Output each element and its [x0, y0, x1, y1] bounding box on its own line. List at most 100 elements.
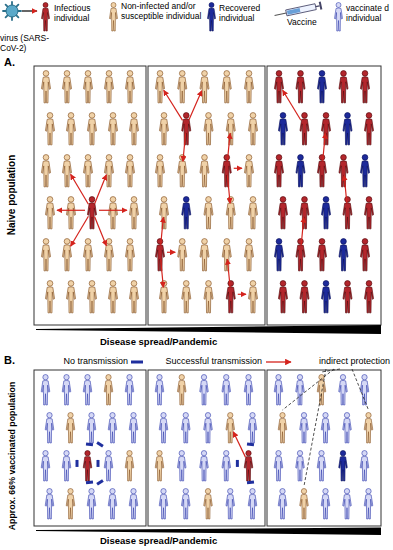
susceptible-person — [155, 155, 164, 187]
virus-body — [6, 5, 18, 17]
vaccinated-person — [159, 489, 168, 519]
vaccinated-person — [248, 489, 257, 519]
legend-text: Recovered individual — [219, 4, 269, 24]
susceptible-person — [108, 113, 117, 145]
infectious-person — [226, 281, 235, 313]
legend-text: No transmission — [40, 356, 128, 366]
vaccinated-person — [278, 489, 287, 519]
vaccinated-person — [274, 375, 283, 405]
vaccinated-person — [274, 451, 283, 481]
vaccinated-person — [244, 375, 253, 405]
transmission-arrow — [283, 90, 301, 120]
vaccinated-person — [222, 451, 231, 481]
susceptible-person — [248, 113, 257, 145]
spread-wedge — [36, 325, 381, 334]
vaccinated-person — [87, 413, 96, 443]
protection-leader — [322, 369, 341, 372]
susceptible-person — [200, 71, 209, 103]
susceptible-person — [83, 239, 92, 271]
no-transmission-dash — [86, 481, 93, 485]
vaccinated-person — [104, 451, 113, 481]
recovered-person — [360, 155, 369, 187]
legend-text: virus (SARS-CoV-2) — [0, 34, 58, 54]
infectious-person — [222, 155, 231, 187]
spread-wedge — [36, 528, 381, 536]
panel-frame — [34, 370, 146, 526]
no-transmission-dash — [97, 460, 100, 467]
susceptible-person — [45, 197, 54, 229]
transmission-arrow — [227, 259, 230, 287]
vaccinated-person — [360, 451, 369, 481]
no-transmission-dash — [247, 443, 254, 447]
susceptible-person — [108, 197, 117, 229]
transmission-arrow — [71, 174, 89, 204]
vaccinated-person — [87, 489, 96, 519]
susceptible-person — [41, 239, 50, 271]
legend-text: vaccinate d individual — [346, 4, 390, 24]
vaccinated-person — [129, 489, 138, 519]
infectious-person — [278, 281, 287, 313]
infectious-person — [343, 281, 352, 313]
susceptible-person — [200, 239, 209, 271]
transmission-sample — [266, 361, 291, 362]
infectious-person — [321, 113, 330, 145]
susceptible-person — [62, 239, 71, 271]
susceptible-person — [204, 197, 213, 229]
susceptible-person — [177, 375, 186, 405]
transmission-arrow — [164, 90, 183, 120]
vaccinated-person — [181, 413, 190, 443]
infectious-person — [244, 451, 253, 481]
susceptible-person — [178, 71, 187, 103]
infectious-person — [155, 239, 164, 271]
no-transmission-dash — [236, 460, 239, 467]
legend-text: Non-infected and/or susceptible individu… — [121, 2, 203, 22]
transmission-arrow — [238, 294, 246, 295]
row-label: Approx. 66% vaccinated population — [7, 382, 17, 531]
susceptible-person — [204, 489, 213, 519]
protection-leader — [304, 369, 326, 486]
no-transmission-dash — [97, 481, 103, 485]
syringe-needle — [275, 13, 287, 15]
vaccinated-person — [45, 489, 54, 519]
transmission-arrow — [183, 133, 186, 161]
panel-population — [41, 375, 138, 519]
infectious-person — [364, 281, 373, 313]
vaccinated-person — [364, 489, 373, 519]
virus-icon — [3, 2, 21, 20]
vaccinated-person — [41, 451, 50, 481]
transmission-arrow — [161, 259, 164, 287]
vaccinated-person — [62, 451, 71, 481]
susceptible-person — [226, 413, 235, 443]
vaccinated-person — [296, 451, 305, 481]
vaccinated-person — [343, 413, 352, 443]
axis-label: Disease spread/Pandemic — [100, 536, 217, 547]
transmission-arrow — [161, 217, 164, 245]
panel-population — [155, 375, 257, 519]
susceptible-person — [45, 281, 54, 313]
legend-text: Infectious individual — [54, 4, 106, 24]
vaccinated-person — [335, 3, 343, 32]
susceptible-person — [108, 281, 117, 313]
susceptible-person — [204, 113, 213, 145]
transmission-arrow — [71, 216, 89, 246]
susceptible-person — [83, 155, 92, 187]
syringe-barrel — [286, 4, 317, 16]
panel-population — [274, 71, 373, 313]
row-label: Naive population — [6, 155, 18, 236]
recovered-person — [317, 71, 326, 103]
recovered-person — [321, 281, 330, 313]
susceptible-person — [129, 197, 138, 229]
vaccinated-person — [222, 375, 231, 405]
no-transmission-dash — [76, 460, 79, 467]
susceptible-person — [226, 197, 235, 229]
transmission-arrow — [227, 133, 230, 161]
susceptible-person — [87, 281, 96, 313]
vaccinated-person — [159, 413, 168, 443]
infectious-person — [274, 155, 283, 187]
vaccinated-person — [181, 489, 190, 519]
vaccinated-person — [360, 375, 369, 405]
susceptible-person — [41, 71, 50, 103]
panel-population — [274, 375, 373, 519]
susceptible-person — [66, 197, 75, 229]
susceptible-person — [155, 71, 164, 103]
